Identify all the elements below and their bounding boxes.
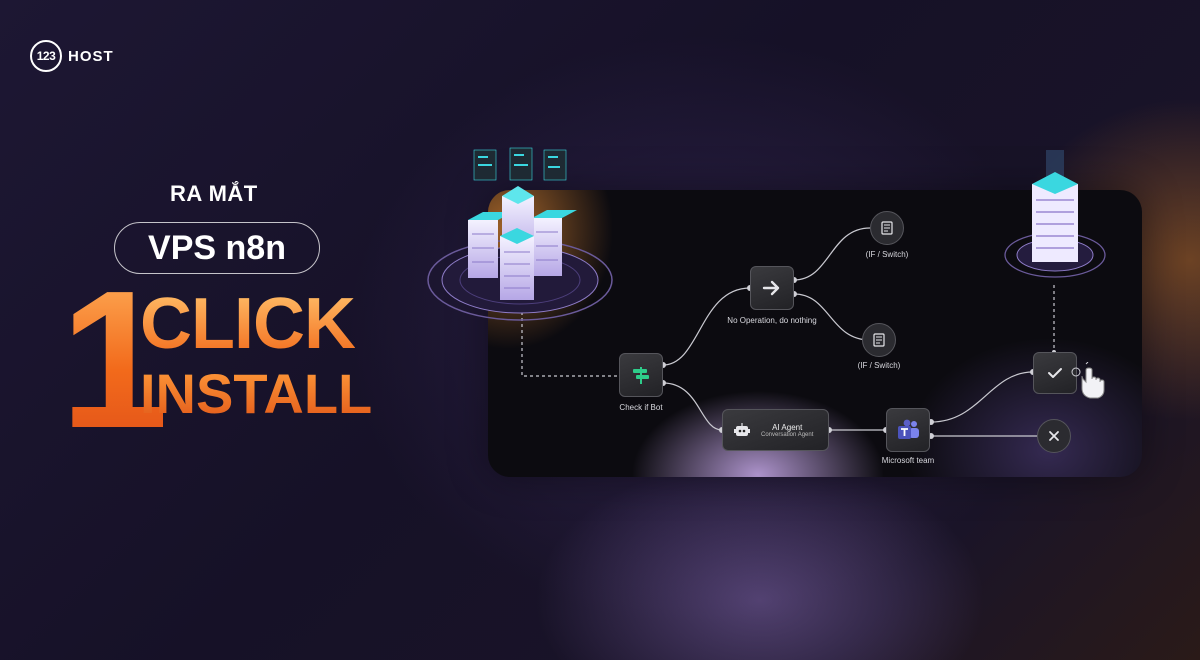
- ai-agent-title: AI Agent: [772, 422, 803, 432]
- if-switch-top-label: (IF / Switch): [865, 250, 909, 259]
- no-operation-label: No Operation, do nothing: [727, 316, 817, 325]
- link-bot-agent: [662, 382, 723, 431]
- link-bot-noop: [662, 287, 751, 366]
- headline-install: INSTALL: [140, 362, 373, 425]
- ai-agent-subtitle: Conversation Agent: [761, 431, 814, 438]
- close-node[interactable]: [1037, 419, 1071, 453]
- logo-text: HOST: [68, 47, 114, 65]
- link-noop-if-bottom: [793, 293, 871, 341]
- document-icon: [873, 333, 885, 347]
- close-icon: [1049, 431, 1059, 441]
- microsoft-team-label: Microsoft team: [881, 456, 935, 465]
- check-if-bot-node[interactable]: [619, 353, 663, 397]
- link-teams-check: [930, 371, 1034, 423]
- hand-pointer-icon: [1071, 362, 1105, 399]
- server-cluster-icon: [427, 147, 613, 321]
- launch-tagline: RA MẮT: [170, 181, 258, 206]
- check-if-bot-label: Check if Bot: [619, 403, 663, 412]
- microsoft-team-node[interactable]: [886, 408, 930, 452]
- if-switch-bottom-node[interactable]: [862, 323, 896, 357]
- product-pill: VPS n8n: [114, 222, 320, 274]
- check-node[interactable]: [1033, 352, 1077, 394]
- robot-icon: [734, 423, 750, 436]
- dashed-link-server: [521, 300, 619, 377]
- teams-icon: [898, 419, 919, 439]
- link-noop-if-top: [793, 227, 871, 281]
- signpost-icon: [633, 367, 649, 384]
- check-icon: [1048, 368, 1062, 378]
- if-switch-bottom-label: (IF / Switch): [857, 361, 901, 370]
- arrow-right-icon: [762, 280, 780, 296]
- if-switch-top-node[interactable]: [870, 211, 904, 245]
- document-icon: [881, 221, 893, 235]
- server-tower-icon: [1004, 150, 1106, 278]
- headline-click: CLICK: [140, 284, 356, 364]
- brand-logo: 123 HOST: [30, 40, 114, 72]
- no-operation-node[interactable]: [750, 266, 794, 310]
- ai-agent-node[interactable]: AI Agent Conversation Agent: [722, 409, 829, 451]
- logo-mark: 123: [30, 40, 62, 72]
- big-number: 1: [60, 250, 169, 469]
